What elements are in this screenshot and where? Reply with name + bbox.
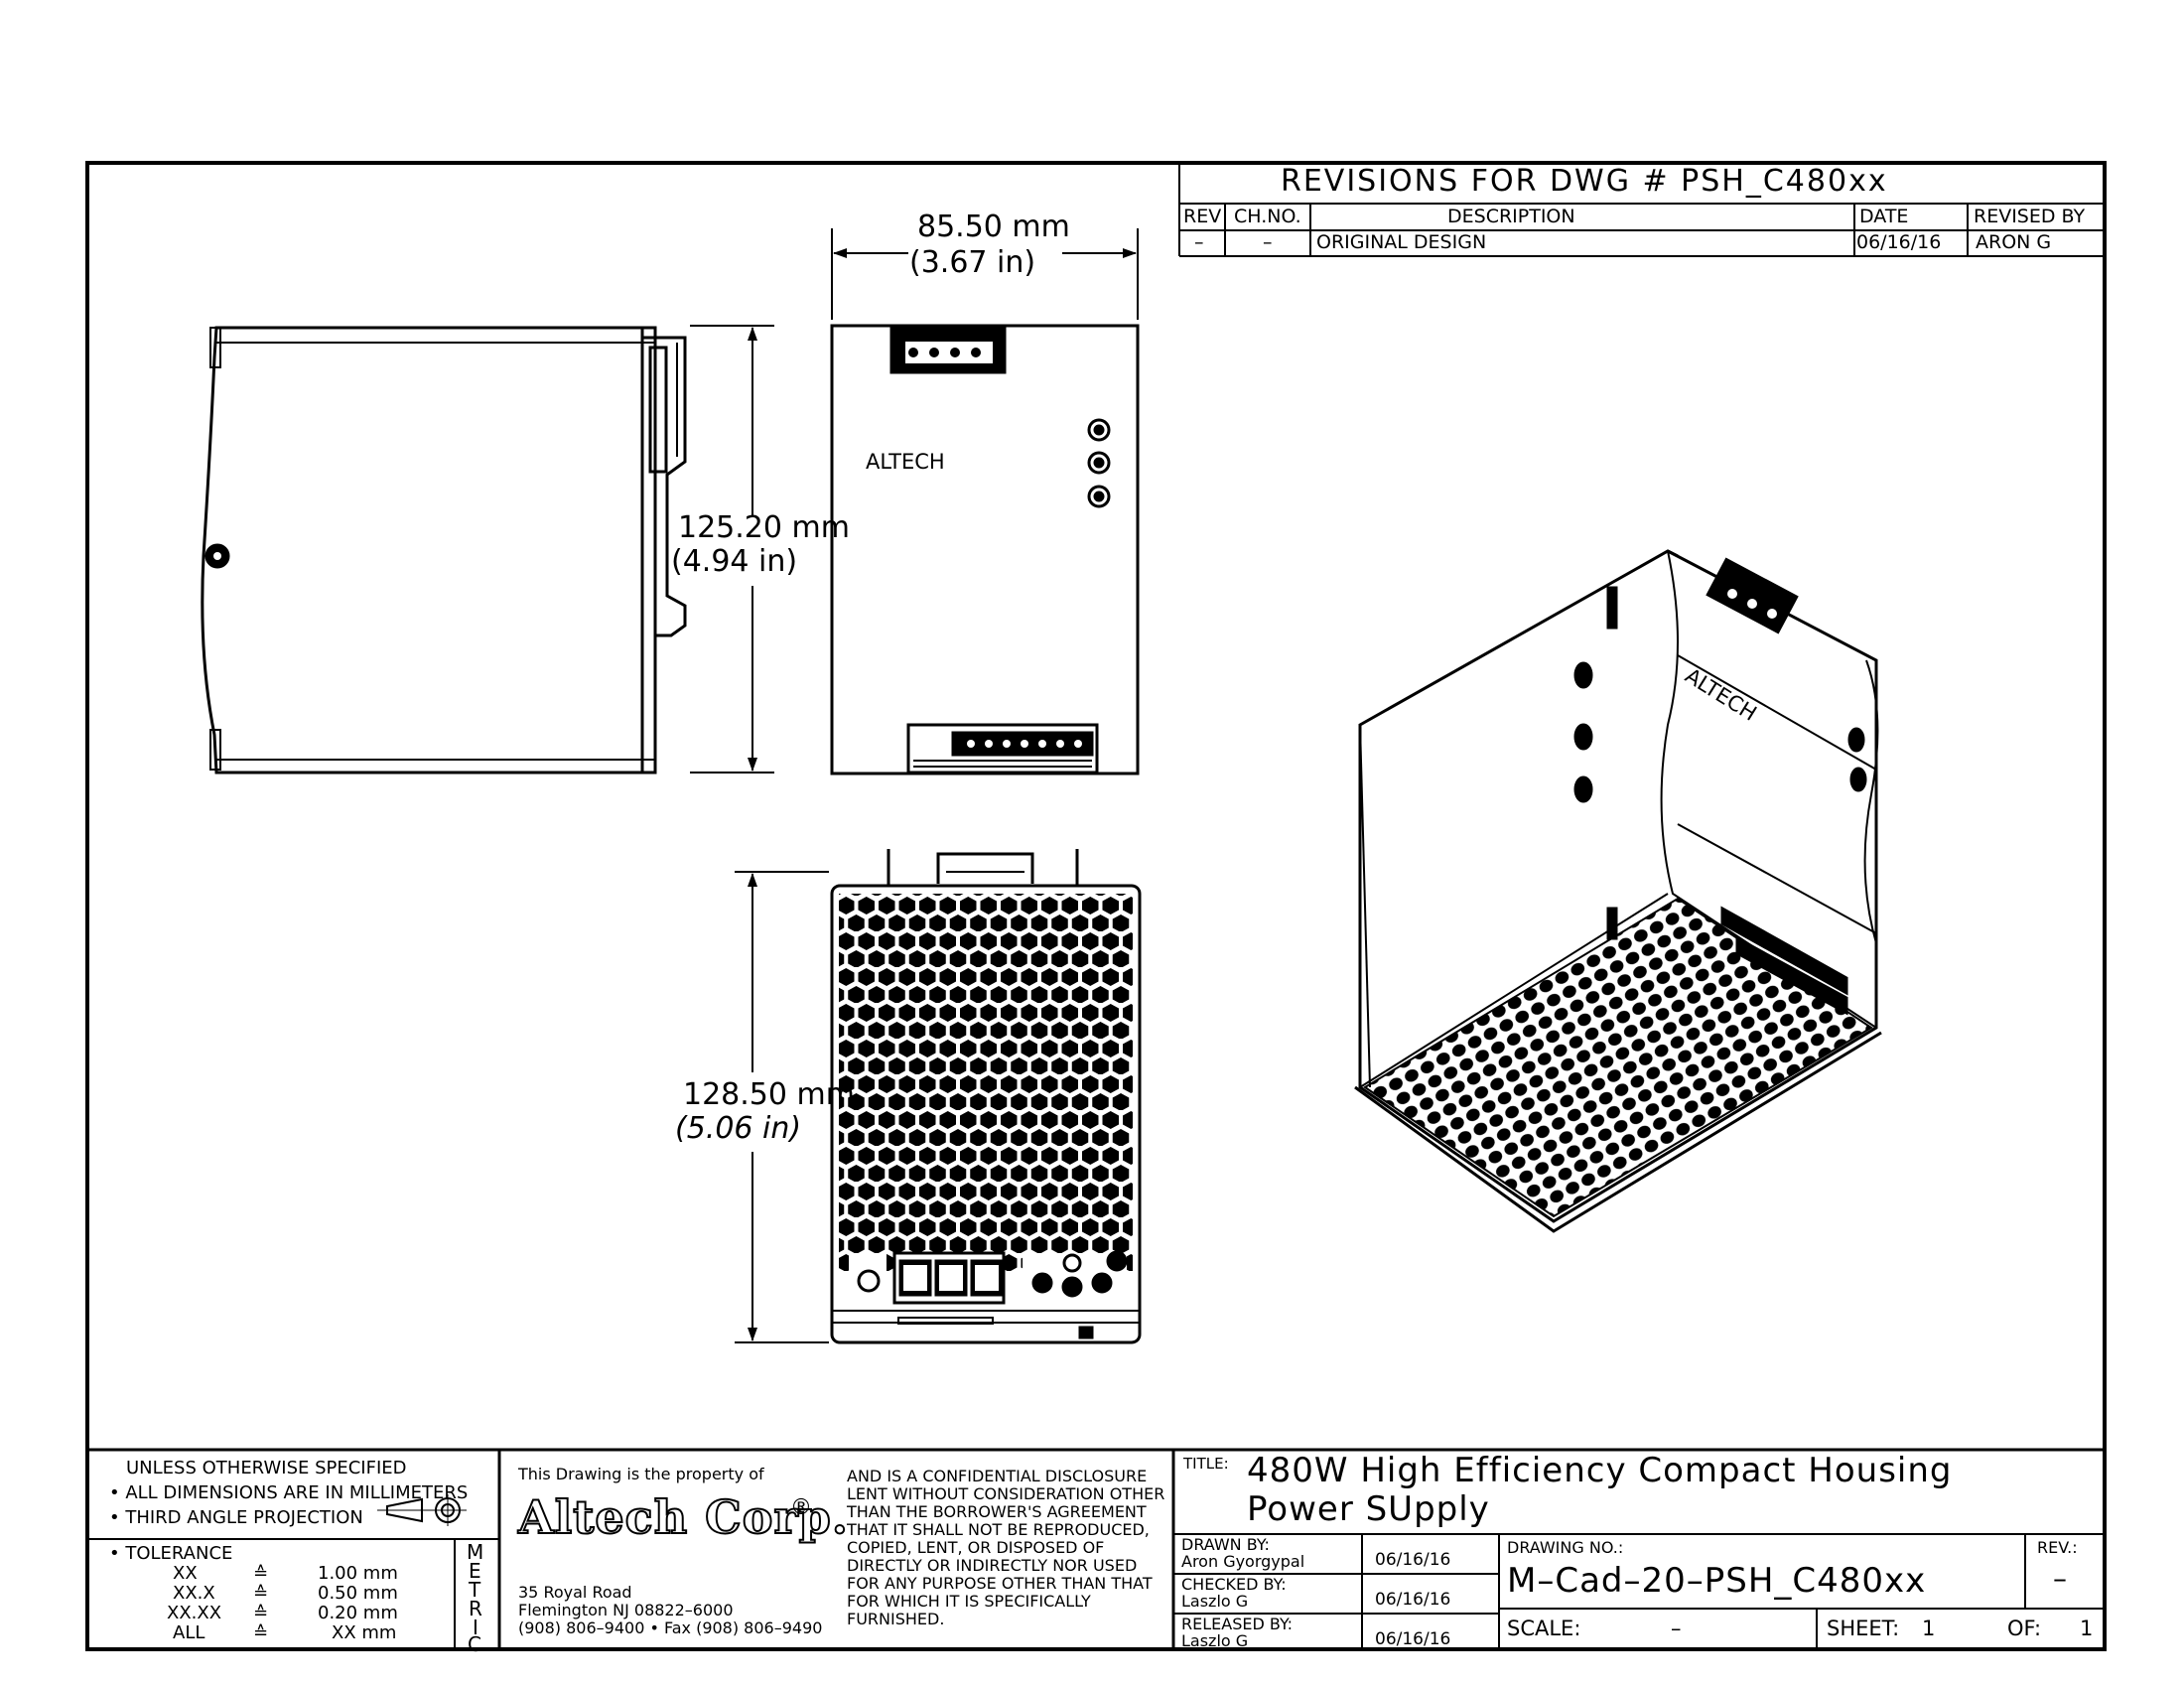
rev-label: REV.: [2037, 1538, 2078, 1557]
tolerance-label: • TOLERANCE [109, 1543, 233, 1564]
released-by-name: Laszlo G [1181, 1631, 1249, 1650]
released-date: 06/16/16 [1375, 1629, 1451, 1649]
revised-by-header: REVISED BY [1974, 206, 2086, 227]
height-in-label: (4.94 in) [671, 544, 798, 579]
disclosure-line: COPIED, LENT, OR DISPOSED OF [847, 1538, 1105, 1557]
tolerance-value: 0.20 mm [318, 1603, 398, 1623]
width-in-label: (3.67 in) [909, 245, 1036, 280]
metric-letter: T [469, 1578, 481, 1602]
notes-line2: • ALL DIMENSIONS ARE IN MILLIMETERS [109, 1482, 469, 1503]
scale-label: SCALE: [1507, 1617, 1581, 1640]
sheet-label: SHEET: [1827, 1617, 1900, 1640]
address-line1: 35 Royal Road [518, 1583, 632, 1602]
notes-line1: UNLESS OTHERWISE SPECIFIED [126, 1458, 407, 1478]
drawing-frame [85, 161, 2107, 1651]
title-block-lines [85, 1448, 2107, 1651]
title-label: TITLE: [1183, 1455, 1229, 1473]
of-value: 1 [2080, 1617, 2094, 1640]
scale-value: – [1671, 1617, 1682, 1640]
rev-value: – [2053, 1562, 2067, 1595]
company-logo: Altech Corp. [517, 1490, 849, 1544]
drawing-title-line1: 480W High Efficiency Compact Housing [1247, 1451, 1953, 1490]
isometric-view [1354, 549, 1882, 1233]
front-brand-label: ALTECH [866, 450, 945, 474]
tolerance-format: XX [173, 1563, 198, 1584]
drawn-by-label: DRAWN BY: [1181, 1535, 1270, 1554]
ch-no-cell: – [1263, 231, 1273, 253]
tolerance-value: XX mm [332, 1622, 397, 1643]
tolerance-value: 1.00 mm [318, 1563, 398, 1584]
metric-letter: E [469, 1559, 481, 1583]
width-dimension [831, 228, 1139, 320]
width-mm-label: 85.50 mm [917, 210, 1070, 244]
property-line: This Drawing is the property of [518, 1465, 764, 1483]
ch-no-header: CH.NO. [1234, 206, 1301, 227]
tolerance-symbol: ≙ [253, 1563, 269, 1584]
revised-by-cell: ARON G [1976, 231, 2052, 253]
tolerance-value: 0.50 mm [318, 1583, 398, 1604]
drawing-no-label: DRAWING NO.: [1507, 1538, 1624, 1557]
disclosure-line: FOR WHICH IT IS SPECIFICALLY [847, 1592, 1091, 1611]
drawing-number: M–Cad–20–PSH_C480xx [1507, 1561, 1927, 1601]
metric-letter: C [468, 1632, 481, 1656]
description-header: DESCRIPTION [1447, 206, 1575, 227]
disclosure-line: LENT WITHOUT CONSIDERATION OTHER [847, 1484, 1165, 1503]
bottom-view [830, 849, 1142, 1344]
metric-letter: R [469, 1597, 482, 1620]
disclosure-line: DIRECTLY OR INDIRECTLY NOR USED [847, 1556, 1138, 1575]
date-cell: 06/16/16 [1856, 231, 1942, 253]
sheet-value: 1 [1922, 1617, 1936, 1640]
checked-by-name: Laszlo G [1181, 1592, 1249, 1611]
tolerance-format: XX.X [173, 1583, 215, 1604]
drawing-title-line2: Power SUpply [1247, 1489, 1490, 1529]
address-line2: Flemington NJ 08822–6000 [518, 1601, 734, 1619]
height-dimension [690, 325, 774, 774]
tolerance-format: XX.XX [167, 1603, 222, 1623]
drawn-by-name: Aron Gyorgypal [1181, 1552, 1305, 1571]
disclosure-line: THAT IT SHALL NOT BE REPRODUCED, [847, 1520, 1150, 1539]
tolerance-format: ALL [173, 1622, 205, 1643]
registered-mark: ® [790, 1495, 812, 1520]
depth-mm-label: 128.50 mm [683, 1077, 855, 1112]
address-line3: (908) 806–9400 • Fax (908) 806–9490 [518, 1618, 823, 1637]
disclosure-line: FURNISHED. [847, 1610, 945, 1628]
depth-dimension [735, 871, 829, 1343]
metric-letter: I [473, 1616, 478, 1639]
released-by-label: RELEASED BY: [1181, 1615, 1294, 1633]
rev-cell: – [1194, 231, 1204, 253]
checked-by-label: CHECKED BY: [1181, 1575, 1287, 1594]
tolerance-symbol: ≙ [253, 1603, 269, 1623]
disclosure-line: AND IS A CONFIDENTIAL DISCLOSURE [847, 1467, 1148, 1485]
date-header: DATE [1859, 206, 1909, 227]
depth-in-label: (5.06 in) [675, 1111, 802, 1146]
side-view [201, 326, 687, 774]
front-view [830, 324, 1140, 775]
of-label: OF: [2007, 1617, 2042, 1640]
disclosure-line: FOR ANY PURPOSE OTHER THAN THAT [847, 1574, 1153, 1593]
tolerance-symbol: ≙ [253, 1583, 269, 1604]
height-mm-label: 125.20 mm [678, 510, 850, 545]
revision-table-lines [1178, 165, 2103, 257]
drawn-date: 06/16/16 [1375, 1550, 1451, 1570]
description-cell: ORIGINAL DESIGN [1316, 231, 1487, 253]
rev-header: REV [1183, 206, 1222, 227]
checked-date: 06/16/16 [1375, 1590, 1451, 1610]
revisions-title: REVISIONS FOR DWG # PSH_C480xx [1281, 164, 1888, 199]
tolerance-symbol: ≙ [253, 1622, 269, 1643]
metric-letter: M [467, 1540, 484, 1564]
disclosure-line: THAN THE BORROWER'S AGREEMENT [847, 1502, 1147, 1521]
notes-line3: • THIRD ANGLE PROJECTION [109, 1507, 363, 1528]
third-angle-projection-symbol [377, 1494, 467, 1526]
